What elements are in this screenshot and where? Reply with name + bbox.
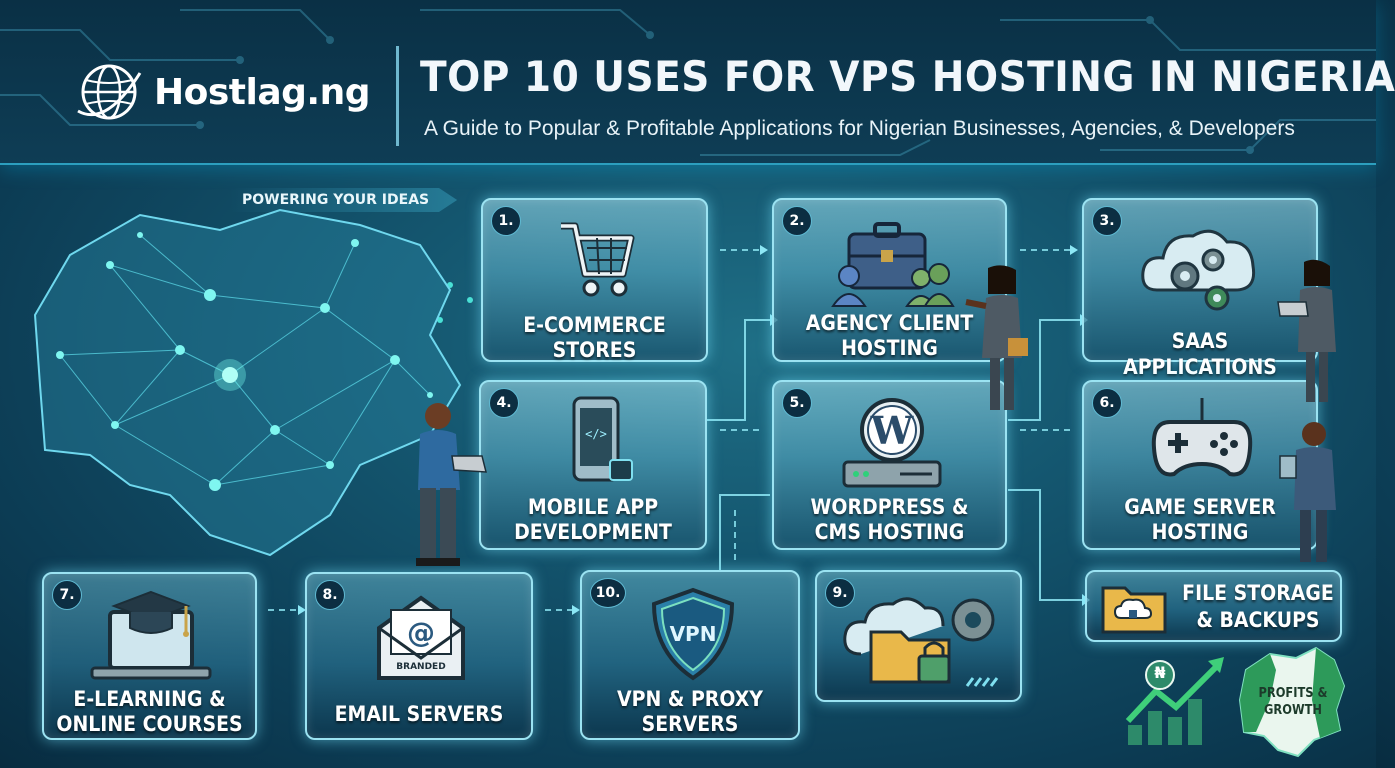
gamepad-icon — [1151, 397, 1253, 477]
file-storage-label: FILE STORAGE & BACKUPS — [1182, 580, 1335, 634]
card-number: 8. — [315, 580, 345, 610]
card-label-line1: WORDPRESS & — [810, 495, 969, 519]
circuit-pattern — [0, 9, 1376, 156]
cloud-gears-icon — [1141, 229, 1256, 311]
card-number: 4. — [489, 388, 519, 418]
card-label-line1: SaaS APPLICATIONS — [1123, 329, 1277, 379]
growth-chart-icon — [1125, 657, 1224, 745]
card-number: 10. — [590, 578, 626, 608]
card-ecommerce[interactable]: 1. E-COMMERCE STORES — [481, 198, 708, 362]
card-number: 7. — [52, 580, 82, 610]
card-label-line1: FILE STORAGE — [1182, 581, 1334, 605]
svg-text:@: @ — [407, 616, 435, 649]
powering-ideas-tag: POWERING YOUR IDEAS — [230, 188, 458, 212]
nigeria-network-map — [33, 208, 462, 557]
profits-growth-label: PROFITS & GROWTH — [1250, 685, 1336, 719]
card-label-line1: MOBILE APP — [527, 495, 659, 519]
card-label-line1: AGENCY CLIENT — [805, 311, 974, 335]
wordpress-server-icon: W — [842, 398, 942, 488]
card-game-server[interactable]: 6. GAME SERVER HOSTING — [1082, 380, 1318, 550]
card-agency[interactable]: 2. AGENCY CLIENT HOSTING — [772, 198, 1007, 362]
header-banner: Hostlag.ng TOP 10 USES FOR VPS HOSTING I… — [0, 0, 1395, 165]
graduation-laptop-icon — [90, 590, 212, 680]
card-wordpress[interactable]: 5. W WORDPRESS & CMS HOSTING — [772, 380, 1007, 550]
card-label-line2: SERVERS — [641, 712, 739, 736]
card-label-line1: E-LEARNING & — [73, 687, 226, 711]
envelope-icon: @ — [377, 595, 465, 680]
cloud-folder-lock-icon — [843, 597, 999, 687]
folder-cloud-icon — [1101, 586, 1167, 634]
branded-badge: BRANDED — [396, 662, 446, 672]
brand-logo[interactable]: Hostlag.ng — [76, 52, 376, 132]
card-label-line1: GAME SERVER — [1124, 495, 1276, 519]
card-email-servers[interactable]: 8. @ BRANDED EMAIL SERVERS — [305, 572, 533, 740]
card-label-line1: EMAIL SERVERS — [334, 702, 504, 726]
card-label-line2: STORES — [552, 338, 637, 362]
smartphone-code-icon: </> — [572, 396, 633, 482]
businessman-tablet-illustration — [1279, 422, 1336, 562]
card-number: 6. — [1092, 388, 1122, 418]
card-label-line2: ONLINE COURSES — [56, 712, 243, 736]
card-file-storage-label[interactable]: FILE STORAGE & BACKUPS — [1085, 570, 1342, 642]
card-label-line1: E-COMMERCE — [523, 313, 666, 337]
card-number: 1. — [491, 206, 521, 236]
brand-name: Hostlag.ng — [154, 71, 370, 113]
card-label-line2: HOSTING — [1151, 520, 1249, 544]
svg-text:W: W — [870, 408, 915, 453]
page-subtitle: A Guide to Popular & Profitable Applicat… — [424, 117, 1295, 140]
card-number: 2. — [782, 206, 812, 236]
card-number: 3. — [1092, 206, 1122, 236]
header-divider — [396, 46, 399, 146]
card-label-line2: DEVELOPMENT — [514, 520, 672, 544]
card-label-line1: VPN & PROXY — [617, 687, 763, 711]
developer-illustration — [416, 403, 487, 566]
card-file-storage-icon[interactable]: 9. — [815, 570, 1022, 702]
card-number: 5. — [782, 388, 812, 418]
briefcase-icon — [831, 222, 955, 307]
naira-symbol: ₦ — [1154, 663, 1166, 682]
card-label-line2: CMS HOSTING — [814, 520, 965, 544]
profits-line2: GROWTH — [1264, 703, 1322, 718]
shopping-cart-icon — [561, 222, 635, 297]
svg-text:</>: </> — [585, 427, 607, 441]
nigeria-map-badge — [1238, 646, 1346, 758]
vpn-shield-icon — [651, 587, 735, 681]
card-vpn-proxy[interactable]: 10. VPN VPN & PROXY SERVERS — [580, 570, 800, 740]
card-number: 9. — [825, 578, 855, 608]
page-title: TOP 10 USES FOR VPS HOSTING IN NIGERIA — [420, 52, 1395, 101]
globe-icon — [77, 64, 142, 120]
businesswoman-laptop-illustration — [1277, 259, 1336, 402]
card-saas[interactable]: 3. SaaS APPLICATIONS — [1082, 198, 1318, 379]
card-label-line2: HOSTING — [841, 336, 938, 360]
profits-line1: PROFITS & — [1258, 686, 1328, 701]
vpn-badge: VPN — [669, 622, 717, 646]
card-elearning[interactable]: 7. E-LEARNING & ONLINE COURSES — [42, 572, 257, 740]
card-mobile-app[interactable]: 4. </> MOBILE APP DEVELOPMENT — [479, 380, 707, 550]
card-label-line2: & BACKUPS — [1196, 608, 1320, 632]
businesswoman-illustration — [965, 265, 1028, 410]
